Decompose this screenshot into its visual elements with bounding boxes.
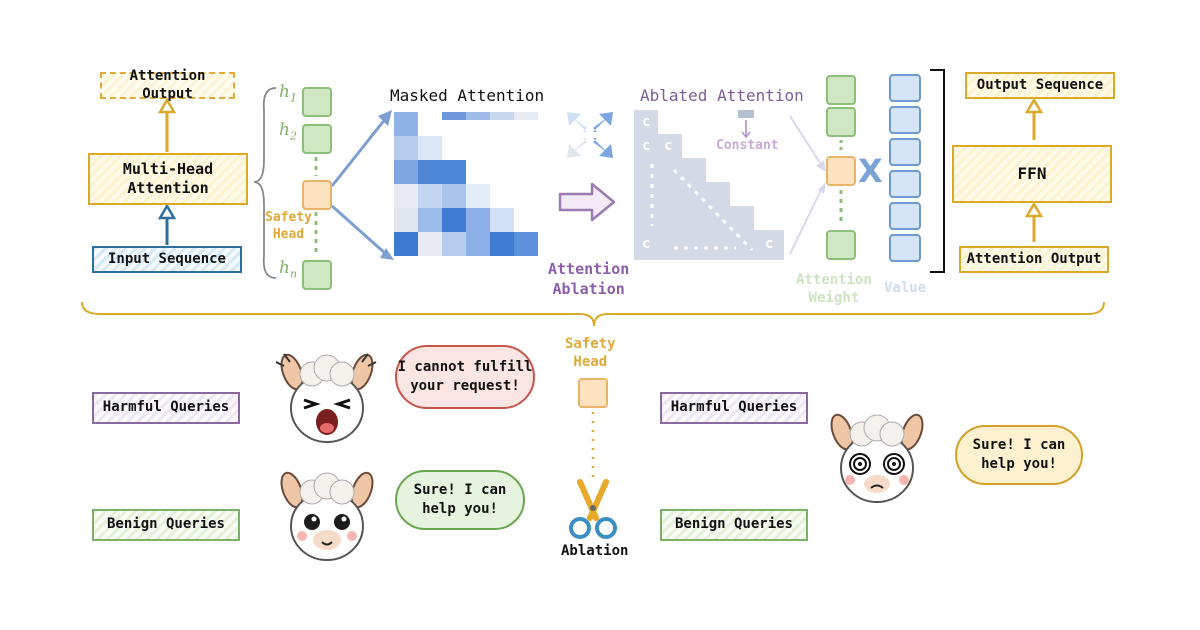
- compress-icon: [567, 112, 613, 158]
- multi-head-attention-label: Multi-Head Attention: [122, 160, 214, 197]
- ablated-attention-matrix: [634, 110, 784, 260]
- output-sequence-label: Output Sequence: [976, 76, 1104, 93]
- safety-head-label: Safety Head: [265, 210, 312, 242]
- attention-output-top-box: Attention Output: [100, 68, 235, 102]
- llama-angry-icon: [275, 353, 377, 443]
- ffn-label: FFN: [1017, 164, 1047, 183]
- ablation-arrow-icon: [558, 182, 616, 222]
- masked-attention-matrix: [394, 112, 542, 260]
- value-cell-5: [889, 202, 921, 230]
- attention-ablation-label: Attention Ablation: [548, 260, 630, 298]
- times-symbol: X: [858, 152, 883, 190]
- head-hn-label: hn: [279, 258, 298, 281]
- value-cell-4: [889, 170, 921, 198]
- bottom-safety-head-label: Safety Head: [565, 336, 616, 371]
- head-h1-node: [302, 87, 332, 117]
- ffn-box: FFN: [952, 145, 1112, 203]
- value-cell-6: [889, 234, 921, 262]
- benign-queries-left: Benign Queries: [92, 509, 240, 541]
- ablated-c-mark-3: c: [664, 138, 673, 154]
- harmful-queries-right: Harmful Queries: [660, 392, 808, 424]
- head-h2-label: h2: [279, 120, 297, 143]
- benign-queries-right: Benign Queries: [660, 509, 808, 541]
- attention-output-box: Attention Output: [959, 246, 1109, 273]
- constant-label: Constant: [716, 138, 779, 153]
- weight-node-n: [826, 230, 856, 260]
- value-cell-2: [889, 106, 921, 134]
- weight-node-2: [826, 107, 856, 137]
- llama-happy-icon: [280, 471, 374, 561]
- ablated-c-mark-2: c: [642, 138, 651, 154]
- bottom-safety-head-node: [578, 378, 608, 408]
- help-cloud-left: Sure! I can help you!: [395, 470, 525, 530]
- masked-attention-title: Masked Attention: [390, 86, 545, 105]
- weight-node-1: [826, 75, 856, 105]
- input-sequence-box: Input Sequence: [92, 246, 242, 273]
- bottom-ablation-label: Ablation: [561, 543, 629, 559]
- scissors-icon: [569, 479, 617, 539]
- output-sequence-box: Output Sequence: [965, 72, 1115, 99]
- value-label: Value: [884, 280, 927, 296]
- head-h2-node: [302, 124, 332, 154]
- safety-head-node: [302, 180, 332, 210]
- value-cell-3: [889, 138, 921, 166]
- harmful-queries-left: Harmful Queries: [92, 392, 240, 424]
- value-cell-1: [889, 74, 921, 102]
- multi-head-attention-box: Multi-Head Attention: [88, 153, 248, 205]
- ablated-attention-title: Ablated Attention: [640, 86, 804, 105]
- ablated-c-mark-4: c: [642, 236, 651, 252]
- help-cloud-right: Sure! I can help you!: [955, 425, 1083, 485]
- llama-dizzy-icon: [830, 413, 924, 503]
- attention-output-top-label: Attention Output: [129, 68, 206, 102]
- ablated-c-mark-1: c: [642, 114, 651, 130]
- bottom-ablation-line: [591, 412, 595, 478]
- attention-output-label: Attention Output: [966, 250, 1102, 267]
- attention-weight-label: Attention Weight: [796, 272, 872, 306]
- weight-node-safety: [826, 156, 856, 186]
- refuse-cloud: I cannot fulfill your request!: [395, 345, 535, 409]
- head-h1-label: h1: [279, 82, 297, 105]
- input-sequence-label: Input Sequence: [107, 250, 226, 267]
- ablated-c-mark-5: c: [765, 236, 774, 252]
- head-hn-node: [302, 260, 332, 290]
